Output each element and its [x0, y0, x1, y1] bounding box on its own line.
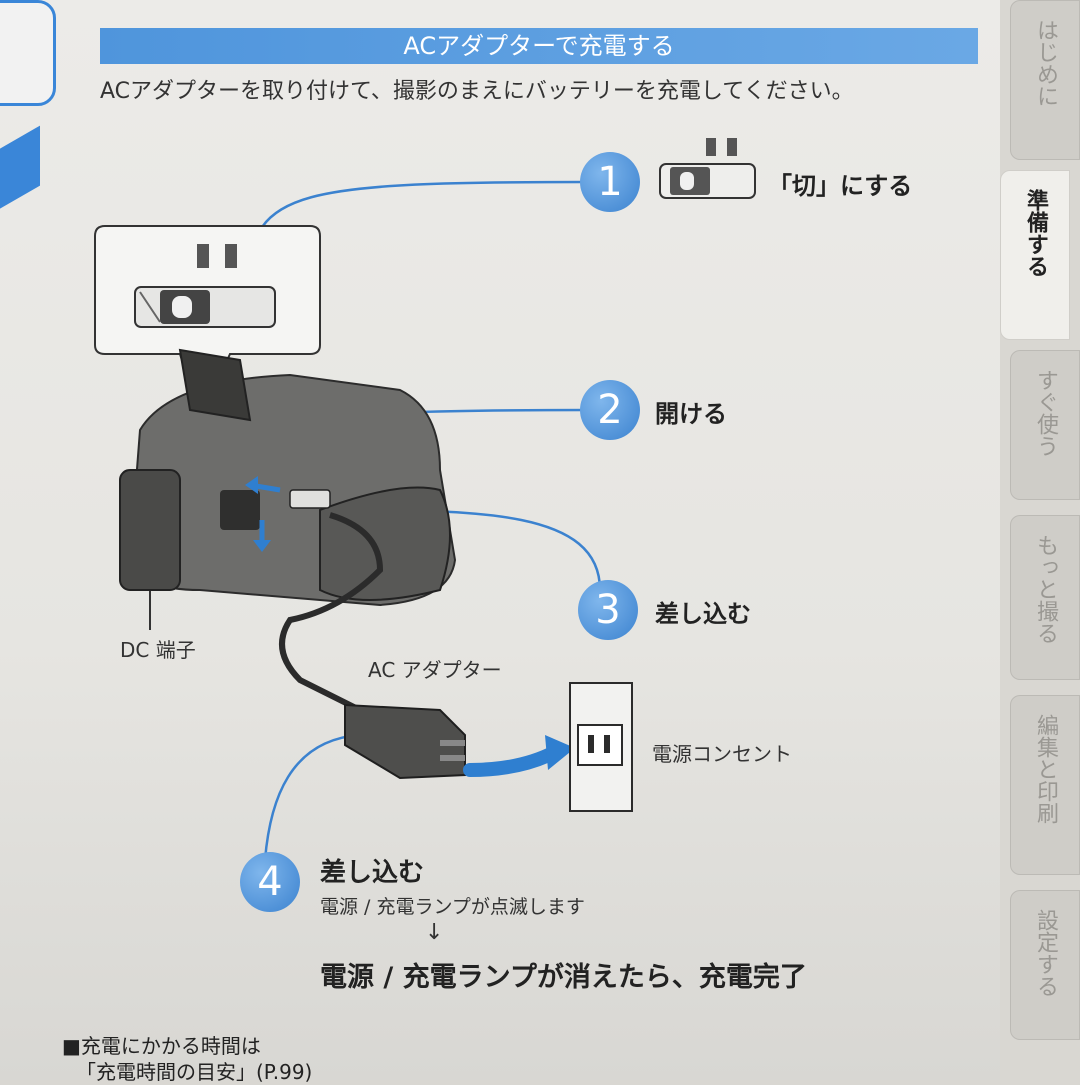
tab-introduction[interactable]: はじめに [1010, 0, 1080, 160]
dc-terminal-label: DC 端子 [120, 638, 196, 662]
step-1-label: 「切」にする [768, 172, 913, 200]
step-4-label: 差し込む [320, 858, 425, 888]
step-4-note: 電源 / 充電ランプが点滅します [320, 896, 585, 918]
leader-line-4 [263, 733, 361, 861]
step-3-label: 差し込む [655, 600, 751, 628]
step-3-badge: 3 [578, 580, 638, 640]
section-tabs: はじめに 準備する すぐ使う もっと撮る 編集と印刷 設定する [1000, 0, 1080, 1080]
section-title: ACアダプターで充電する [100, 28, 978, 64]
tab-more-shooting[interactable]: もっと撮る [1010, 515, 1080, 680]
step-2-badge: 2 [580, 380, 640, 440]
switch-icon-small [659, 138, 756, 199]
charge-time-heading: ■充電にかかる時間は [62, 1034, 261, 1058]
step-4-badge: 4 [240, 852, 300, 912]
charge-complete-text: 電源 / 充電ランプが消えたら、充電完了 [320, 962, 807, 993]
intro-text: ACアダプターを取り付けて、撮影のまえにバッテリーを充電してください。 [100, 79, 854, 104]
down-arrow-icon: ↓ [425, 920, 444, 945]
outlet-label: 電源コンセント [652, 742, 792, 766]
step-1-badge: 1 [580, 152, 640, 212]
tab-preparation[interactable]: 準備する [1000, 170, 1070, 340]
manual-page: ACアダプターで充電する ACアダプターを取り付けて、撮影のまえにバッテリーを充… [0, 0, 1000, 1084]
power-outlet-illustration [569, 682, 633, 812]
ac-adapter-label: AC アダプター [368, 658, 502, 682]
charging-diagram [94, 138, 756, 861]
tab-quick-use[interactable]: すぐ使う [1010, 350, 1080, 500]
adapter-cable [279, 512, 384, 713]
tab-settings[interactable]: 設定する [1010, 890, 1080, 1040]
camcorder-illustration [119, 348, 457, 607]
tab-edit-print[interactable]: 編集と印刷 [1010, 695, 1080, 875]
ac-adapter-illustration [344, 703, 466, 780]
previous-page-edge [0, 0, 56, 106]
switch-callout-box [94, 225, 321, 423]
charge-time-reference: 「充電時間の目安」(P.99) [76, 1060, 313, 1084]
step-2-label: 開ける [655, 400, 727, 428]
